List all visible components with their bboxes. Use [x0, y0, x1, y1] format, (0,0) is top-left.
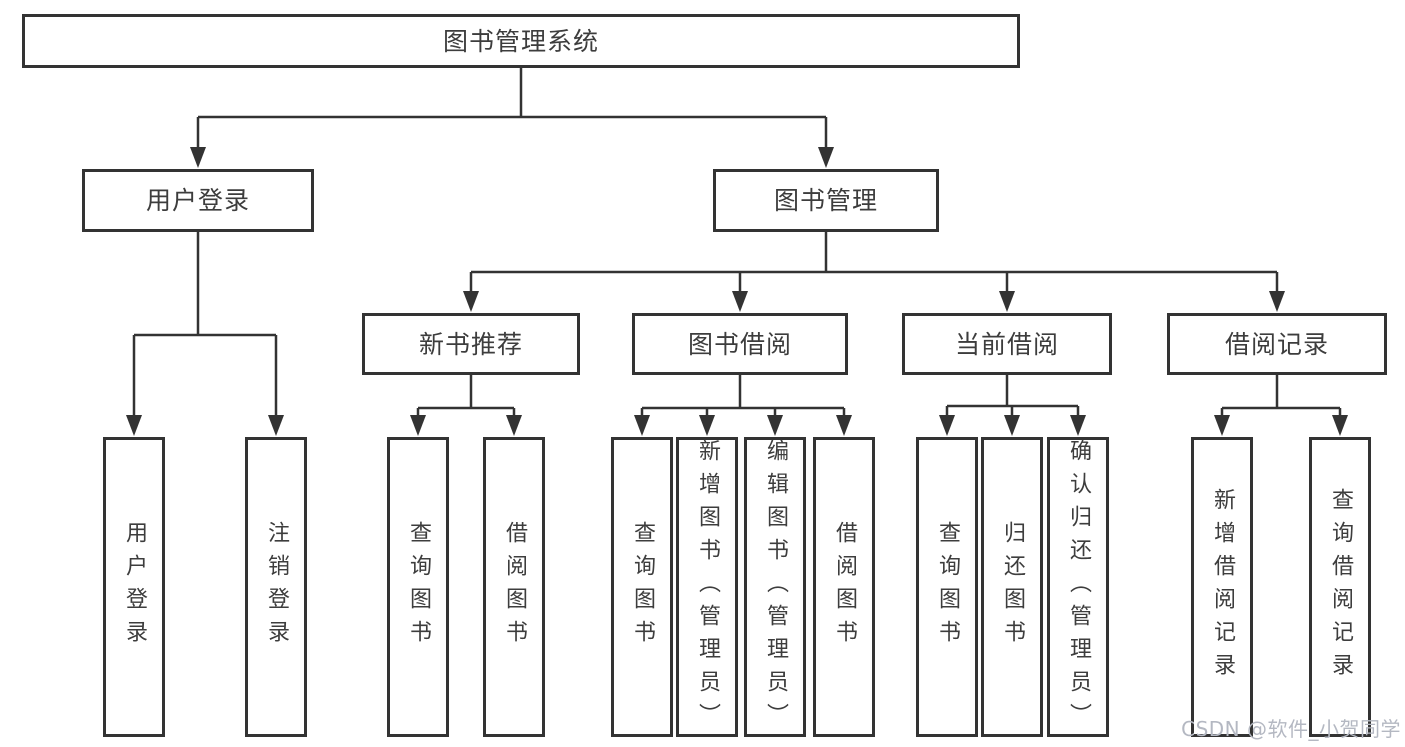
node-current-borrowing: 当前借阅: [902, 313, 1112, 375]
connector-currentborrow-to-leaves: [945, 375, 1080, 420]
arrowheads: [126, 147, 1348, 436]
arrow-icon: [268, 415, 284, 436]
connector-userlogin-to-leaves: [132, 232, 278, 420]
arrow-icon: [767, 415, 783, 436]
leaf-query-books-borrow: 查询图书: [611, 437, 673, 737]
leaf-add-books-admin: 新增图书（管理员）: [676, 437, 738, 737]
connector-root-to-level2: [196, 68, 828, 152]
arrow-icon: [732, 291, 748, 312]
node-new-book-recommendation: 新书推荐: [362, 313, 580, 375]
arrow-icon: [1269, 291, 1285, 312]
arrow-icon: [1070, 415, 1086, 436]
node-label: 借阅图书: [502, 521, 527, 653]
arrow-icon: [1214, 415, 1230, 436]
node-book-management-module: 图书管理: [713, 169, 939, 232]
arrow-icon: [1332, 415, 1348, 436]
leaf-user-login: 用户登录: [103, 437, 165, 737]
leaf-confirm-return-admin: 确认归还（管理员）: [1047, 437, 1109, 737]
arrow-icon: [818, 147, 834, 168]
arrow-icon: [190, 147, 206, 168]
node-label: 图书管理: [773, 186, 878, 215]
leaf-return-books: 归还图书: [981, 437, 1043, 737]
node-label: 查询借阅记录: [1328, 488, 1353, 686]
node-label: 确认归还（管理员）: [1066, 438, 1091, 736]
node-label: 归还图书: [1000, 521, 1025, 653]
arrow-icon: [699, 415, 715, 436]
node-label: 借阅记录: [1224, 329, 1329, 359]
connector-bookborrow-to-leaves: [640, 375, 846, 420]
arrow-icon: [634, 415, 650, 436]
node-user-login-module: 用户登录: [82, 169, 314, 232]
node-label: 新增图书（管理员）: [695, 438, 720, 736]
leaf-borrow-books: 借阅图书: [813, 437, 875, 737]
node-label: 编辑图书（管理员）: [763, 438, 788, 736]
arrow-icon: [836, 415, 852, 436]
node-label: 图书借阅: [687, 329, 792, 359]
arrow-icon: [410, 415, 426, 436]
node-borrowing-records: 借阅记录: [1167, 313, 1387, 375]
arrow-icon: [126, 415, 142, 436]
leaf-query-books-current: 查询图书: [916, 437, 978, 737]
connector-bookmgmt-to-level3: [469, 232, 1279, 296]
arrow-icon: [1004, 415, 1020, 436]
arrow-icon: [939, 415, 955, 436]
node-label: 查询图书: [406, 521, 431, 653]
node-label: 借阅图书: [832, 521, 857, 653]
csdn-watermark: CSDN @软件_小贺同学: [1181, 717, 1401, 741]
leaf-query-borrow-record: 查询借阅记录: [1309, 437, 1371, 737]
node-label: 图书管理系统: [442, 26, 599, 56]
arrow-icon: [999, 291, 1015, 312]
arrow-icon: [463, 291, 479, 312]
node-label: 新增借阅记录: [1210, 488, 1235, 686]
node-label: 查询图书: [935, 521, 960, 653]
node-label: 注销登录: [264, 521, 289, 653]
node-library-management-system: 图书管理系统: [22, 14, 1020, 68]
node-label: 新书推荐: [418, 329, 523, 359]
connector-borrowrecords-to-leaves: [1220, 375, 1342, 420]
leaf-logout: 注销登录: [245, 437, 307, 737]
leaf-edit-books-admin: 编辑图书（管理员）: [744, 437, 806, 737]
node-label: 用户登录: [145, 186, 250, 215]
leaf-borrow-books-recommend: 借阅图书: [483, 437, 545, 737]
connector-newbook-to-leaves: [416, 375, 516, 420]
node-label: 查询图书: [630, 521, 655, 653]
node-book-borrowing: 图书借阅: [632, 313, 848, 375]
node-label: 当前借阅: [954, 329, 1059, 359]
node-label: 用户登录: [122, 521, 147, 653]
leaf-add-borrow-record: 新增借阅记录: [1191, 437, 1253, 737]
leaf-query-books-recommend: 查询图书: [387, 437, 449, 737]
arrow-icon: [506, 415, 522, 436]
